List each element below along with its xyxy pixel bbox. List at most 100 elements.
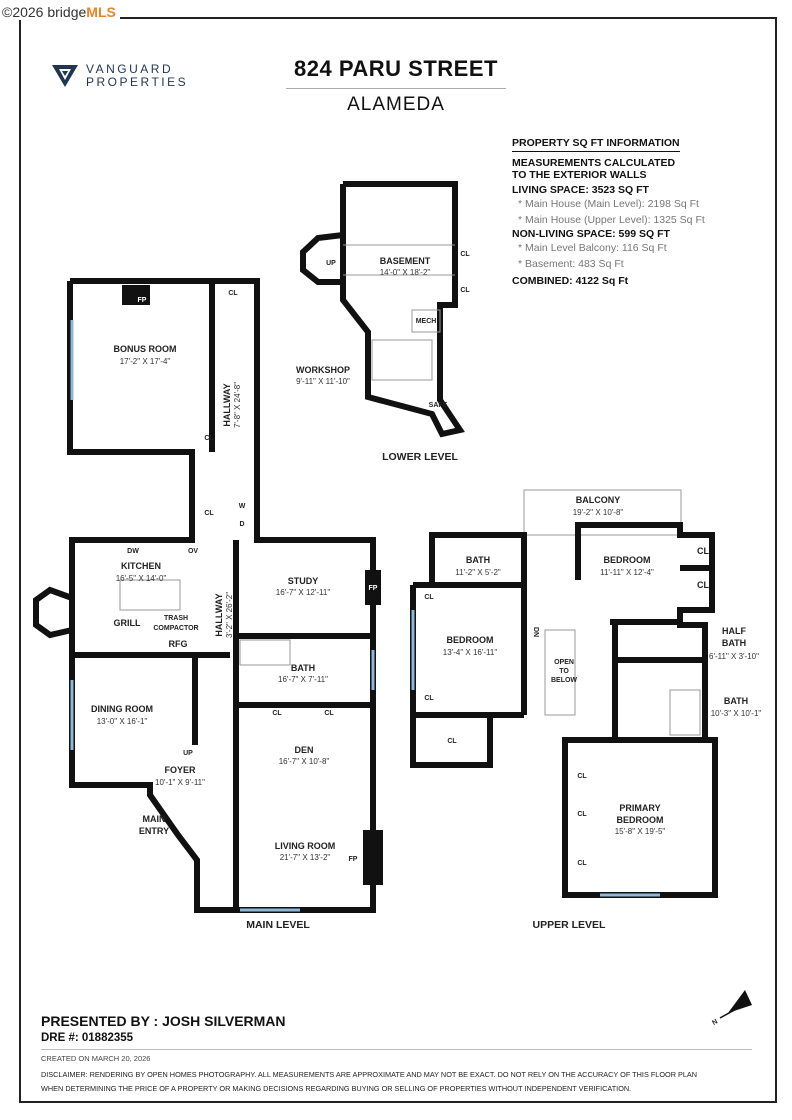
sqft-info: PROPERTY SQ FT INFORMATION MEASUREMENTS … bbox=[512, 137, 712, 287]
closet-label: CL bbox=[460, 287, 470, 294]
fireplace-label: FP bbox=[349, 856, 358, 863]
room-dims-dining-room: 13'-0" X 16'-1" bbox=[97, 717, 148, 726]
bridgemls-watermark: ©2026 bridgeMLS bbox=[2, 4, 120, 20]
room-name-study: STUDY bbox=[288, 576, 319, 586]
room-name-workshop: WORKSHOP bbox=[296, 365, 350, 375]
closet-label: CL bbox=[204, 435, 214, 442]
footer-divider bbox=[41, 1049, 752, 1050]
closet-label: CL bbox=[204, 510, 214, 517]
room-name-half-bath: HALF bbox=[722, 626, 746, 636]
upper-level-walls bbox=[410, 489, 718, 898]
combined-sqft: COMBINED: 4122 Sq Ft bbox=[512, 275, 629, 287]
room-name-den: DEN bbox=[294, 745, 313, 755]
room-dims-study: 16'-7" X 12'-11" bbox=[276, 588, 331, 597]
living-item: Main House (Main Level): 2198 Sq Ft bbox=[525, 198, 699, 210]
room-dims-workshop: 9'-11" X 11'-10" bbox=[296, 377, 350, 386]
fireplace-label: FP bbox=[369, 585, 378, 592]
property-address: 824 PARU STREET bbox=[294, 56, 498, 81]
grill-label: GRILL bbox=[114, 618, 141, 628]
room-dims-foyer: 10'-1" X 9'-11" bbox=[155, 778, 205, 787]
level-label-upper: UPPER LEVEL bbox=[533, 919, 607, 931]
non-living-item: Basement: 483 Sq Ft bbox=[525, 258, 624, 270]
room-name-dining-room: DINING ROOM bbox=[91, 704, 153, 714]
room-dims-den: 16'-7" X 10'-8" bbox=[279, 757, 330, 766]
mech-label: MECH bbox=[416, 318, 437, 325]
north-label: N bbox=[711, 1018, 719, 1027]
main-entry-label: MAIN bbox=[143, 814, 166, 824]
watermark-copyright: ©2026 bridge bbox=[2, 4, 87, 20]
stairs-down-label: DN bbox=[532, 627, 539, 637]
trash-compactor-label: COMPACTOR bbox=[153, 625, 198, 632]
living-space: LIVING SPACE: 3523 SQ FT bbox=[512, 184, 649, 196]
room-dims-kitchen: 16'-5" X 14'-0" bbox=[116, 574, 167, 583]
room-name-bedroom: BEDROOM bbox=[447, 635, 494, 645]
main-entry-label: ENTRY bbox=[139, 826, 169, 836]
room-name-bath: BATH bbox=[466, 555, 490, 565]
property-city: ALAMEDA bbox=[347, 94, 445, 115]
room-dims-bath: 16'-7" X 7'-11" bbox=[278, 675, 328, 684]
room-name-kitchen: KITCHEN bbox=[121, 561, 161, 571]
disclaimer-line-1: DISCLAIMER: RENDERING BY OPEN HOMES PHOT… bbox=[41, 1070, 698, 1079]
room-name-bonus-room: BONUS ROOM bbox=[114, 344, 177, 354]
room-name-basement: BASEMENT bbox=[380, 256, 431, 266]
dre-number: DRE #: 01882355 bbox=[41, 1032, 134, 1044]
room-name-foyer: FOYER bbox=[164, 765, 196, 775]
trash-compactor-label: TRASH bbox=[164, 615, 188, 622]
open-to-below-label: TO bbox=[559, 668, 569, 675]
oven-label: OV bbox=[188, 548, 198, 555]
closet-label: CL bbox=[697, 580, 709, 590]
sqft-note-2: TO THE EXTERIOR WALLS bbox=[512, 169, 647, 181]
room-name-bedroom: BEDROOM bbox=[604, 555, 651, 565]
room-name-living-room: LIVING ROOM bbox=[275, 841, 336, 851]
presented-by: PRESENTED BY : JOSH SILVERMAN bbox=[41, 1013, 286, 1029]
main-level-walls bbox=[33, 278, 383, 913]
logo-line2: PROPERTIES bbox=[86, 75, 189, 89]
created-date: CREATED ON MARCH 20, 2026 bbox=[41, 1054, 151, 1063]
fireplace-label: FP bbox=[138, 297, 147, 304]
closet-label: CL bbox=[272, 710, 282, 717]
closet-label: CL bbox=[447, 738, 457, 745]
room-dims-primary-bedroom: 15'-8" X 19'-5" bbox=[615, 827, 666, 836]
non-living-item: Main Level Balcony: 116 Sq Ft bbox=[525, 242, 667, 254]
living-item: Main House (Upper Level): 1325 Sq Ft bbox=[525, 214, 705, 226]
room-name-half-bath: BATH bbox=[722, 638, 746, 648]
room-name-balcony: BALCONY bbox=[576, 495, 621, 505]
sqft-note-1: MEASUREMENTS CALCULATED bbox=[512, 157, 676, 169]
stairs-up-label: UP bbox=[326, 260, 336, 267]
closet-label: CL bbox=[697, 546, 709, 556]
safe-label: SAFE bbox=[429, 402, 448, 409]
room-name-bath: BATH bbox=[724, 696, 748, 706]
stairs-up-label: UP bbox=[183, 750, 193, 757]
room-dims-bath: 11'-2" X 5'-2" bbox=[455, 568, 501, 577]
disclaimer: DISCLAIMER: RENDERING BY OPEN HOMES PHOT… bbox=[41, 1068, 761, 1096]
level-label-main: MAIN LEVEL bbox=[246, 919, 310, 931]
level-label-lower: LOWER LEVEL bbox=[382, 451, 458, 463]
dryer-label: D bbox=[239, 521, 244, 528]
logo-line1: VANGUARD bbox=[86, 62, 174, 76]
room-dims-bath: 10'-3" X 10'-1" bbox=[711, 709, 762, 718]
open-to-below-label: BELOW bbox=[551, 677, 577, 684]
sqft-heading: PROPERTY SQ FT INFORMATION bbox=[512, 137, 680, 152]
watermark-brand: MLS bbox=[86, 4, 116, 20]
room-dims-bedroom: 11'-11" X 12'-4" bbox=[600, 568, 654, 577]
lower-level-walls bbox=[300, 181, 465, 438]
title-divider bbox=[286, 88, 506, 89]
washer-label: W bbox=[239, 503, 246, 510]
room-dims-bedroom: 13'-4" X 16'-11" bbox=[443, 648, 498, 657]
closet-label: CL bbox=[577, 811, 587, 818]
room-dims-half-bath: 6'-11" X 3'-10" bbox=[709, 652, 759, 661]
room-dims-basement: 14'-0" X 18'-2" bbox=[380, 268, 431, 277]
closet-label: CL bbox=[577, 773, 587, 780]
closet-label: CL bbox=[424, 695, 434, 702]
vanguard-logo-icon bbox=[52, 65, 78, 87]
room-name-bath: BATH bbox=[291, 663, 315, 673]
closet-label: CL bbox=[324, 710, 334, 717]
room-name-primary-bedroom: BEDROOM bbox=[617, 815, 664, 825]
room-dims-balcony: 19'-2" X 10'-8" bbox=[573, 508, 624, 517]
room-dims-hallway-1: 7'-8" X 24'-8" bbox=[233, 382, 242, 428]
room-name-hallway-2: HALLWAY bbox=[214, 593, 224, 636]
closet-label: CL bbox=[460, 251, 470, 258]
room-dims-living-room: 21'-7" X 13'-2" bbox=[280, 853, 331, 862]
